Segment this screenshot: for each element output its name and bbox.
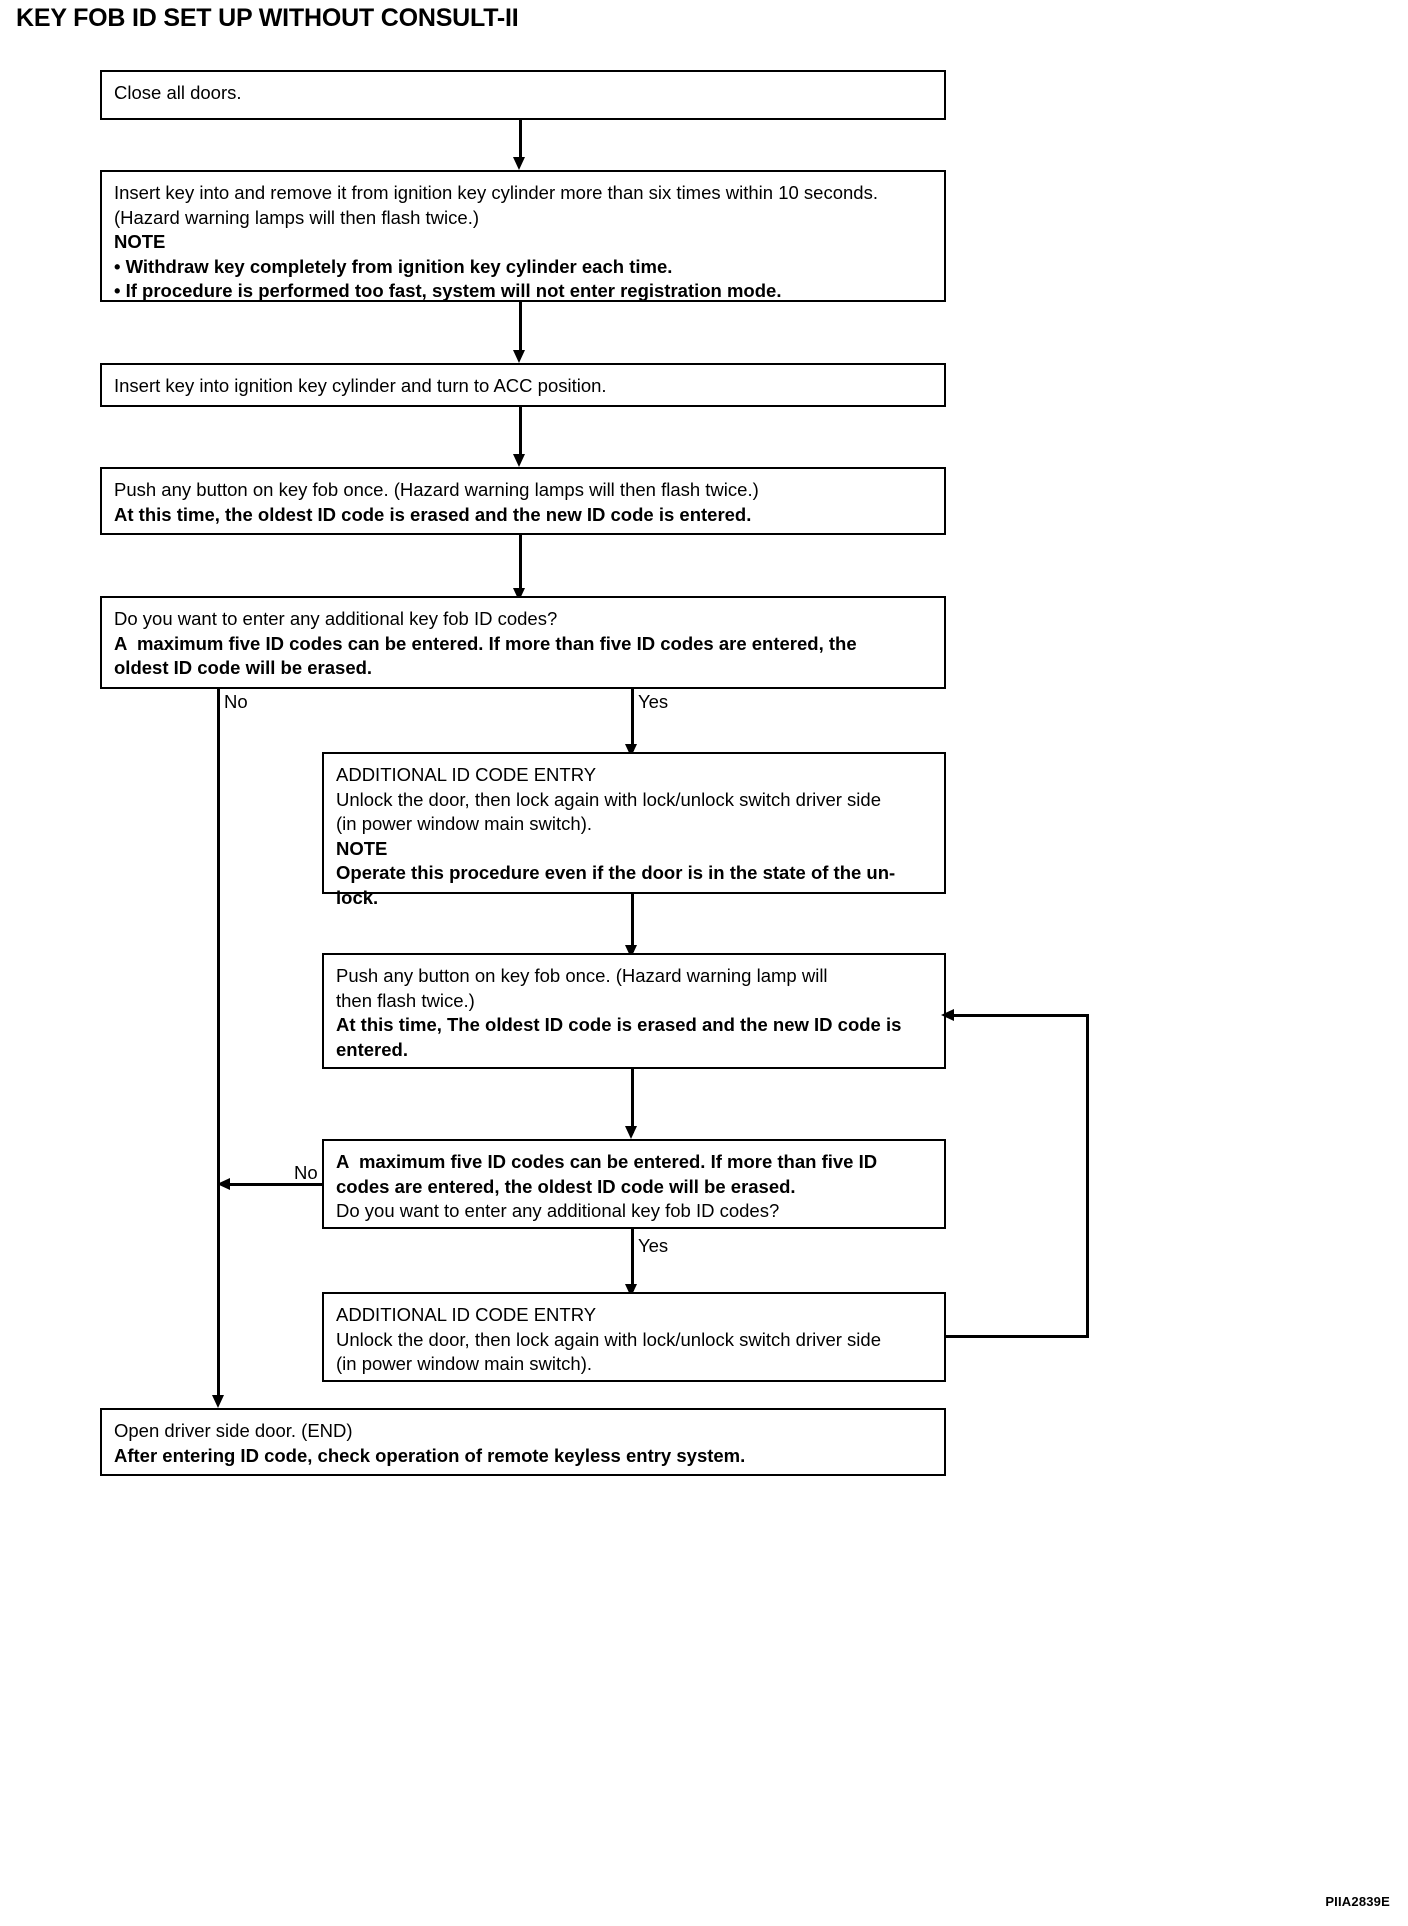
decision-box-2-text: A maximum five ID codes can be entered. … — [324, 1141, 944, 1232]
step-box-push-button-1: Push any button on key fob once. (Hazard… — [100, 467, 946, 535]
step-box-end: Open driver side door. (END) After enter… — [100, 1408, 946, 1476]
decision-box-1-text: Do you want to enter any additional key … — [102, 598, 944, 689]
text-line-heading: ADDITIONAL ID CODE ENTRY — [336, 764, 597, 785]
step-box-insert-remove-key: Insert key into and remove it from ignit… — [100, 170, 946, 302]
branch-line-yes-1 — [631, 689, 634, 751]
connector-line-4 — [519, 535, 522, 593]
decision-box-additional-codes-1: Do you want to enter any additional key … — [100, 596, 946, 689]
loopback-line-top — [946, 1014, 1089, 1017]
text-line: Insert key into ignition key cylinder an… — [114, 375, 607, 396]
text-line: (Hazard warning lamps will then flash tw… — [114, 206, 479, 228]
text-line: After entering ID code, check operation … — [114, 1444, 746, 1466]
text-line: Unlock the door, then lock again with lo… — [336, 1328, 881, 1350]
text-line-heading: ADDITIONAL ID CODE ENTRY — [336, 1304, 597, 1325]
text-line-bullet: • Withdraw key completely from ignition … — [114, 255, 673, 277]
branch-label-no-1: No — [224, 691, 248, 712]
step-box-additional-entry-1: ADDITIONAL ID CODE ENTRY Unlock the door… — [322, 752, 946, 908]
connector-line-6 — [631, 1069, 634, 1133]
text-line: At this time, the oldest ID code is eras… — [114, 503, 752, 525]
connector-arrow-3 — [513, 454, 525, 467]
step-box-turn-acc-text: Insert key into ignition key cylinder an… — [102, 365, 944, 407]
connector-line-3 — [519, 407, 522, 459]
loopback-arrow — [941, 1009, 954, 1021]
page-title: KEY FOB ID SET UP WITHOUT CONSULT-II — [16, 4, 519, 32]
step-box-additional-entry-2-text: ADDITIONAL ID CODE ENTRY Unlock the door… — [324, 1294, 944, 1385]
text-line-question: Do you want to enter any additional key … — [336, 1200, 780, 1222]
text-line: A maximum five ID codes can be entered. … — [336, 1151, 878, 1172]
text-line: Insert key into and remove it from ignit… — [114, 182, 878, 203]
step-box-additional-entry-2: ADDITIONAL ID CODE ENTRY Unlock the door… — [322, 1292, 946, 1382]
step-box-push-button-2: Push any button on key fob once. (Hazard… — [322, 953, 946, 1069]
text-line: Unlock the door, then lock again with lo… — [336, 788, 881, 810]
step-box-close-doors: Close all doors. — [100, 70, 946, 120]
step-box-push-button-1-text: Push any button on key fob once. (Hazard… — [102, 469, 944, 535]
step-box-end-text: Open driver side door. (END) After enter… — [102, 1410, 944, 1476]
branch-line-no-1 — [217, 689, 220, 1400]
step-box-turn-acc: Insert key into ignition key cylinder an… — [100, 363, 946, 407]
text-line: then flash twice.) — [336, 989, 475, 1011]
text-line: Open driver side door. (END) — [114, 1420, 353, 1441]
step-box-insert-remove-key-text: Insert key into and remove it from ignit… — [102, 172, 944, 312]
connector-line-1 — [519, 120, 522, 162]
connector-arrow-1 — [513, 157, 525, 170]
text-line: A maximum five ID codes can be entered. … — [114, 632, 857, 654]
text-line-bullet: • If procedure is performed too fast, sy… — [114, 280, 782, 302]
text-line: codes are entered, the oldest ID code wi… — [336, 1175, 796, 1197]
branch-line-yes-2 — [631, 1229, 634, 1291]
text-line: oldest ID code will be erased. — [114, 657, 373, 679]
connector-arrow-2 — [513, 350, 525, 363]
branch-label-no-2: No — [294, 1162, 318, 1183]
text-line: Operate this procedure even if the door … — [336, 862, 896, 884]
step-box-close-doors-text: Close all doors. — [102, 72, 944, 114]
text-line-question: Do you want to enter any additional key … — [114, 608, 558, 629]
step-box-push-button-2-text: Push any button on key fob once. (Hazard… — [324, 955, 944, 1070]
connector-line-5 — [631, 894, 634, 952]
text-line: Push any button on key fob once. (Hazard… — [114, 479, 759, 500]
loopback-line-bottom — [946, 1335, 1089, 1338]
branch-arrow-no-2 — [217, 1178, 230, 1190]
text-line: At this time, The oldest ID code is eras… — [336, 1014, 902, 1036]
decision-box-additional-codes-2: A maximum five ID codes can be entered. … — [322, 1139, 946, 1229]
branch-line-no-2 — [223, 1183, 322, 1186]
loopback-line-right — [1086, 1014, 1089, 1337]
text-line: entered. — [336, 1038, 408, 1060]
connector-line-2 — [519, 302, 522, 355]
branch-label-yes-1: Yes — [638, 691, 669, 712]
step-box-additional-entry-1-text: ADDITIONAL ID CODE ENTRY Unlock the door… — [324, 754, 944, 919]
connector-arrow-6 — [625, 1126, 637, 1139]
text-line: lock. — [336, 886, 379, 908]
figure-reference-code: PIIA2839E — [1325, 1894, 1390, 1909]
text-line: Push any button on key fob once. (Hazard… — [336, 965, 828, 986]
text-line-note: NOTE — [114, 231, 166, 253]
branch-arrow-no-1 — [212, 1395, 224, 1408]
branch-label-yes-2: Yes — [638, 1235, 669, 1256]
text-line: Close all doors. — [114, 82, 242, 103]
text-line: (in power window main switch). — [336, 1353, 593, 1375]
text-line-note: NOTE — [336, 837, 388, 859]
text-line: (in power window main switch). — [336, 813, 593, 835]
